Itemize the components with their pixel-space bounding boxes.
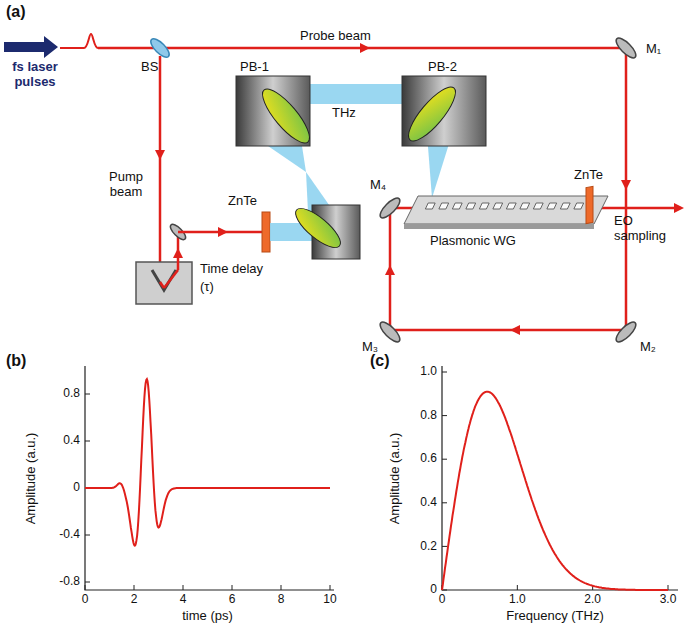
- output-label: EO sampling: [614, 214, 684, 244]
- component-label: PB-2: [428, 60, 457, 75]
- tick: [281, 585, 282, 590]
- tick: [442, 372, 447, 373]
- tick: [134, 585, 135, 590]
- grating-slot: [560, 203, 570, 209]
- source-label: fs laser pulses: [4, 60, 66, 90]
- tick-label: 0: [82, 593, 89, 607]
- spectrum-trace: [442, 392, 668, 590]
- tick: [232, 585, 233, 590]
- tick-label: 1.0: [420, 365, 437, 379]
- component-label: ZnTe: [574, 168, 603, 183]
- tick-label: 0.6: [420, 452, 437, 466]
- tick: [85, 585, 86, 590]
- tick-label: 1.0: [509, 593, 526, 607]
- panel-letter: (b): [6, 352, 26, 370]
- tick-label: 2: [131, 593, 138, 607]
- tick-label: 10: [323, 593, 336, 607]
- tick-label: 8: [278, 593, 285, 607]
- component-label: (τ): [200, 280, 214, 295]
- grating-slot: [574, 203, 584, 209]
- axis: [442, 366, 678, 590]
- grating-slot: [452, 203, 462, 209]
- tick: [442, 502, 447, 503]
- axis: [85, 366, 334, 590]
- time-trace: [85, 379, 330, 545]
- mirror: [377, 319, 402, 344]
- grating-slot: [506, 203, 516, 209]
- input-arrow: [4, 36, 58, 58]
- tick: [85, 582, 90, 583]
- component-label: PB-1: [240, 60, 269, 75]
- grating-slot: [479, 203, 489, 209]
- mirror-label: M₄: [370, 178, 386, 193]
- tick-label: 0.2: [420, 540, 437, 554]
- grating-slot: [439, 203, 449, 209]
- component-label: ZnTe: [228, 194, 257, 209]
- tick-label: 0: [73, 481, 80, 495]
- tick: [330, 585, 331, 590]
- tick: [85, 394, 90, 395]
- tick: [442, 415, 447, 416]
- tick-label: 2.0: [584, 593, 601, 607]
- panel-letter: (a): [6, 3, 26, 21]
- axis-title: time (ps): [182, 609, 233, 624]
- grating-slot: [547, 203, 557, 209]
- tick: [442, 459, 447, 460]
- znte-crystal: [586, 186, 593, 223]
- grating-slot: [533, 203, 543, 209]
- tick-label: -0.4: [59, 528, 80, 542]
- component-label: Time delay: [200, 262, 263, 277]
- tick-label: 0.8: [420, 409, 437, 423]
- mirror: [613, 35, 638, 60]
- beam-label: Pump beam: [100, 170, 152, 200]
- tick: [85, 535, 90, 536]
- tick-label: 6: [229, 593, 236, 607]
- tick-label: 3.0: [660, 593, 677, 607]
- grating-slot: [466, 203, 476, 209]
- axis-title: Frequency (THz): [506, 609, 604, 624]
- beam-label: Probe beam: [300, 29, 371, 44]
- tick-label: 0.4: [63, 434, 80, 448]
- tick-label: 0: [430, 583, 437, 597]
- mirror: [377, 195, 402, 220]
- axis-title: Amplitude (a.u.): [389, 432, 404, 524]
- tick: [517, 585, 518, 590]
- tick-label: -0.8: [59, 575, 80, 589]
- component-label: Plasmonic WG: [430, 234, 516, 249]
- delay-stage: [136, 262, 192, 304]
- tick-label: 0: [439, 593, 446, 607]
- component-label: BS: [141, 60, 158, 75]
- grating-slot: [520, 203, 530, 209]
- mirror: [613, 319, 638, 344]
- tick: [183, 585, 184, 590]
- znte-crystal: [262, 212, 270, 252]
- tick-label: 0.8: [63, 387, 80, 401]
- panel-letter: (c): [370, 352, 390, 370]
- tick-label: 4: [180, 593, 187, 607]
- mirror-label: M₂: [640, 340, 656, 355]
- beam-label: THz: [332, 106, 356, 121]
- grating-slot: [493, 203, 503, 209]
- mirror-label: M₁: [646, 42, 661, 57]
- tick: [442, 546, 447, 547]
- tick-label: 0.4: [420, 496, 437, 510]
- plasmonic-waveguide: [404, 196, 608, 224]
- grating-slot: [425, 203, 435, 209]
- tick: [85, 441, 90, 442]
- axis-title: Amplitude (a.u.): [25, 432, 40, 524]
